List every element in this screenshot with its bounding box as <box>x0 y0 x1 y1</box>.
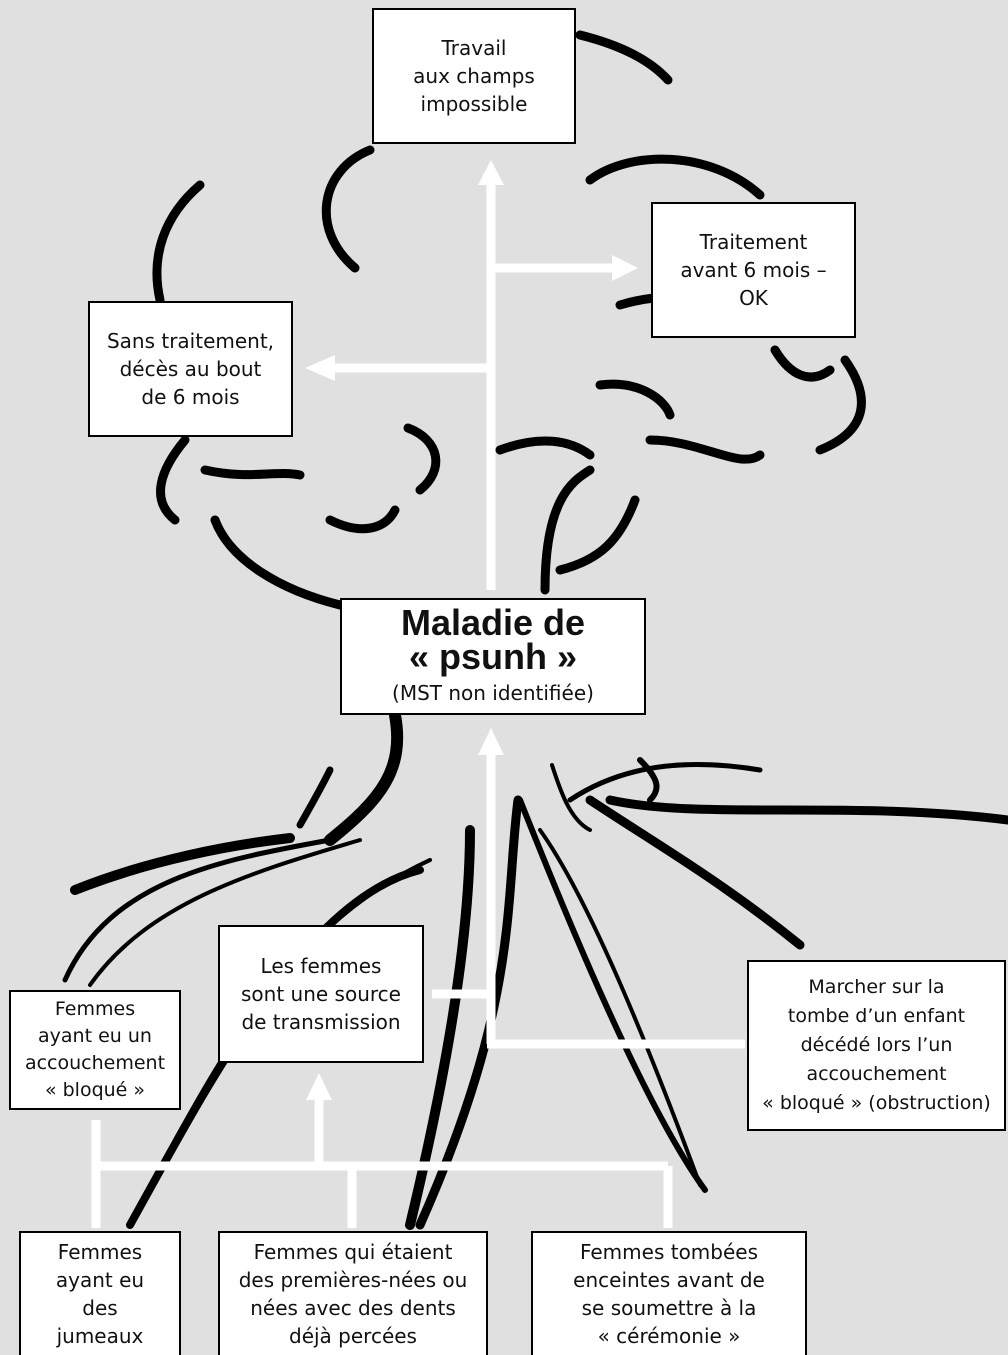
tree-canopy-strokes <box>152 30 866 610</box>
center-disease-box: Maladie de « psunh » (MST non identifiée… <box>340 598 646 715</box>
box-line: Les femmes <box>260 954 382 978</box>
box-line: sont une source <box>241 982 401 1006</box>
box-pregnant: Femmes tombées enceintes avant de se sou… <box>531 1231 807 1355</box>
flow-arrows <box>91 160 745 1228</box>
box-blocked-birth: Femmes ayant eu un accouchement « bloqué… <box>9 990 181 1110</box>
box-grave: Marcher sur la tombe d’un enfant décédé … <box>747 960 1006 1131</box>
box-line: enceintes avant de <box>573 1268 765 1292</box>
box-firstborn: Femmes qui étaient des premières-nées ou… <box>218 1231 488 1355</box>
box-twins: Femmes ayant eu des jumeaux <box>19 1231 181 1355</box>
box-line: Traitement <box>699 230 808 254</box>
box-line: décès au bout <box>119 357 262 381</box>
box-line: nées avec des dents <box>250 1296 456 1320</box>
box-line: de 6 mois <box>141 385 240 409</box>
box-line: accouchement <box>24 1052 166 1074</box>
box-line: des <box>82 1296 118 1320</box>
box-line: Marcher sur la <box>808 976 945 998</box>
box-line: Femmes <box>54 998 136 1020</box>
box-line: « cérémonie » <box>597 1324 741 1348</box>
box-line: déjà percées <box>289 1324 417 1348</box>
box-line: Femmes tombées <box>579 1240 759 1264</box>
tree-trunk-and-roots <box>62 709 1008 1230</box>
box-treatment-ok: Traitement avant 6 mois – OK <box>651 202 856 338</box>
box-line: « bloqué » (obstruction) <box>762 1092 991 1114</box>
box-line: jumeaux <box>56 1324 144 1348</box>
box-line: Femmes qui étaient <box>253 1240 453 1264</box>
box-line: aux champs <box>413 64 535 88</box>
box-line: Femmes <box>57 1240 143 1264</box>
disease-subtitle: (MST non identifiée) <box>392 680 594 705</box>
box-line: avant 6 mois – <box>680 258 827 282</box>
disease-title-line-1: Maladie de <box>400 601 586 643</box>
box-line: accouchement <box>806 1063 947 1085</box>
box-fields-impossible: Travail aux champs impossible <box>372 8 576 144</box>
box-line: impossible <box>420 92 528 116</box>
box-line: OK <box>739 286 768 310</box>
box-line: se soumettre à la <box>581 1296 757 1320</box>
box-line: décédé lors l’un <box>800 1034 953 1056</box>
box-line: « bloqué » <box>44 1079 146 1101</box>
box-line: de transmission <box>241 1010 401 1034</box>
box-line: Sans traitement, <box>106 329 275 353</box>
box-line: tombe d’un enfant <box>787 1005 966 1027</box>
box-line: Travail <box>441 36 507 60</box>
box-line: ayant eu <box>55 1268 145 1292</box>
box-women-source: Les femmes sont une source de transmissi… <box>218 925 424 1063</box>
disease-title-line-2: « psunh » <box>408 635 578 677</box>
box-no-treatment: Sans traitement, décès au bout de 6 mois <box>88 301 293 437</box>
box-line: ayant eu un <box>38 1025 152 1047</box>
box-line: des premières-nées ou <box>238 1268 468 1292</box>
